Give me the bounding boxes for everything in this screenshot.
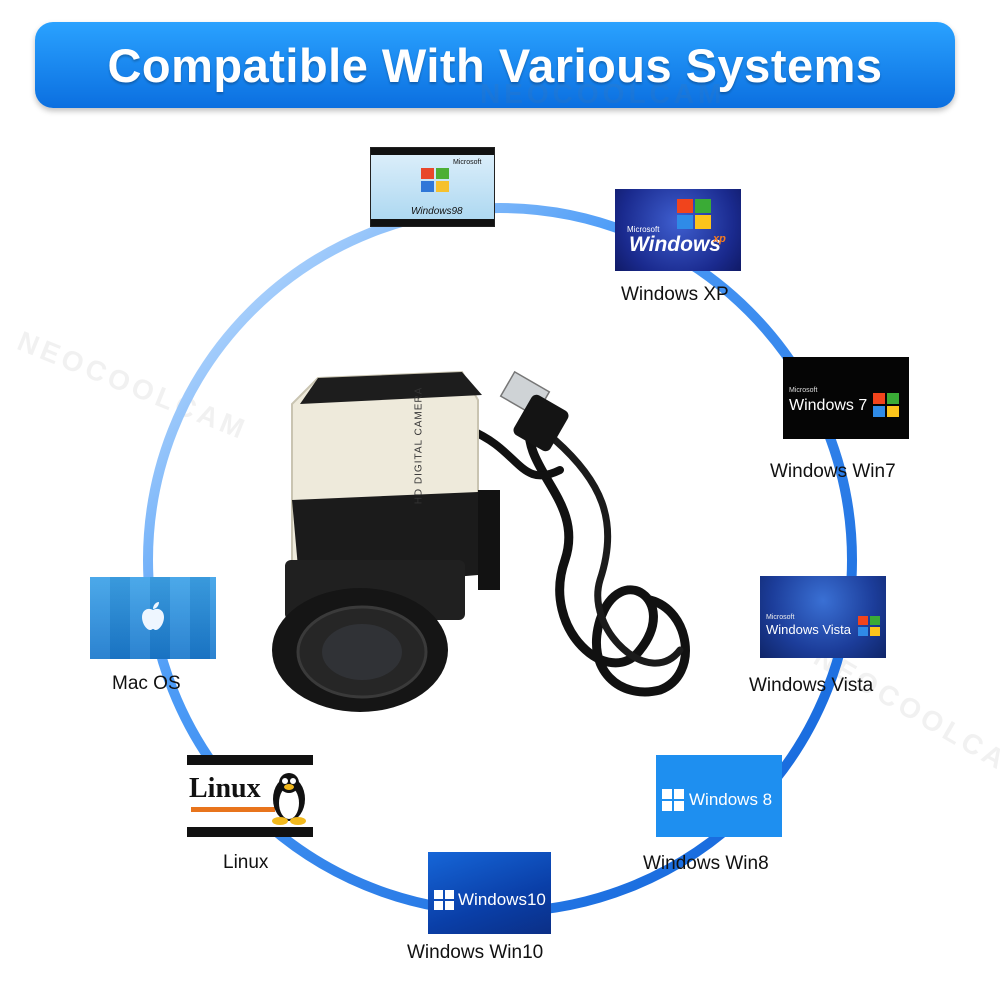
tile-windows-vista: Microsoft Windows Vista [760, 576, 886, 658]
tile-windows-8: Windows 8 [656, 755, 782, 837]
camera-body [272, 370, 500, 712]
camera-label: HD DIGITAL CAMERA [413, 386, 425, 505]
tile-text: Windows [629, 233, 721, 256]
tile-suffix: xp [713, 233, 726, 245]
windows-logo-icon [434, 890, 454, 910]
label-windows-xp: Windows XP [621, 284, 729, 305]
tile-linux: Linux [187, 755, 313, 837]
tile-brand: Microsoft [627, 225, 660, 234]
tile-text: Windows 8 [689, 790, 773, 809]
label-windows-win7: Windows Win7 [770, 461, 896, 482]
tile-brand: Microsoft [789, 387, 818, 394]
windows-logo-icon [662, 789, 684, 811]
windows-logo-icon [873, 393, 899, 417]
tux-penguin-icon [272, 773, 306, 825]
windows-logo-icon [677, 199, 711, 229]
tile-windows-xp: Microsoft Windows xp [615, 189, 741, 271]
label-mac-os: Mac OS [112, 673, 181, 694]
label-windows-win8: Windows Win8 [643, 853, 769, 874]
label-windows-win10: Windows Win10 [407, 942, 544, 963]
tile-text: Windows98 [411, 206, 463, 217]
windows-logo-icon [421, 168, 449, 192]
tile-windows98: Microsoft Windows98 [370, 147, 495, 227]
label-linux: Linux [223, 852, 269, 873]
apple-logo-icon [142, 602, 164, 630]
usb-cable [466, 370, 690, 697]
tile-brand: Microsoft [453, 159, 482, 166]
page-title: Compatible With Various Systems [107, 38, 883, 92]
tile-text: Windows10 [458, 890, 546, 909]
label-windows-vista: Windows Vista [749, 675, 874, 696]
tile-brand: Microsoft [766, 614, 795, 621]
header-banner: Compatible With Various Systems [35, 22, 955, 108]
windows-logo-icon [858, 616, 880, 636]
tile-mac-os [90, 577, 216, 659]
tile-text: Windows Vista [766, 622, 852, 637]
tile-windows-10: Windows10 [428, 852, 551, 934]
watermark-text: NEOCOOLCAM [480, 78, 726, 109]
tile-text: Windows 7 [789, 397, 868, 414]
tile-text: Linux [189, 773, 261, 804]
tile-windows-7: Microsoft Windows 7 [783, 357, 909, 439]
